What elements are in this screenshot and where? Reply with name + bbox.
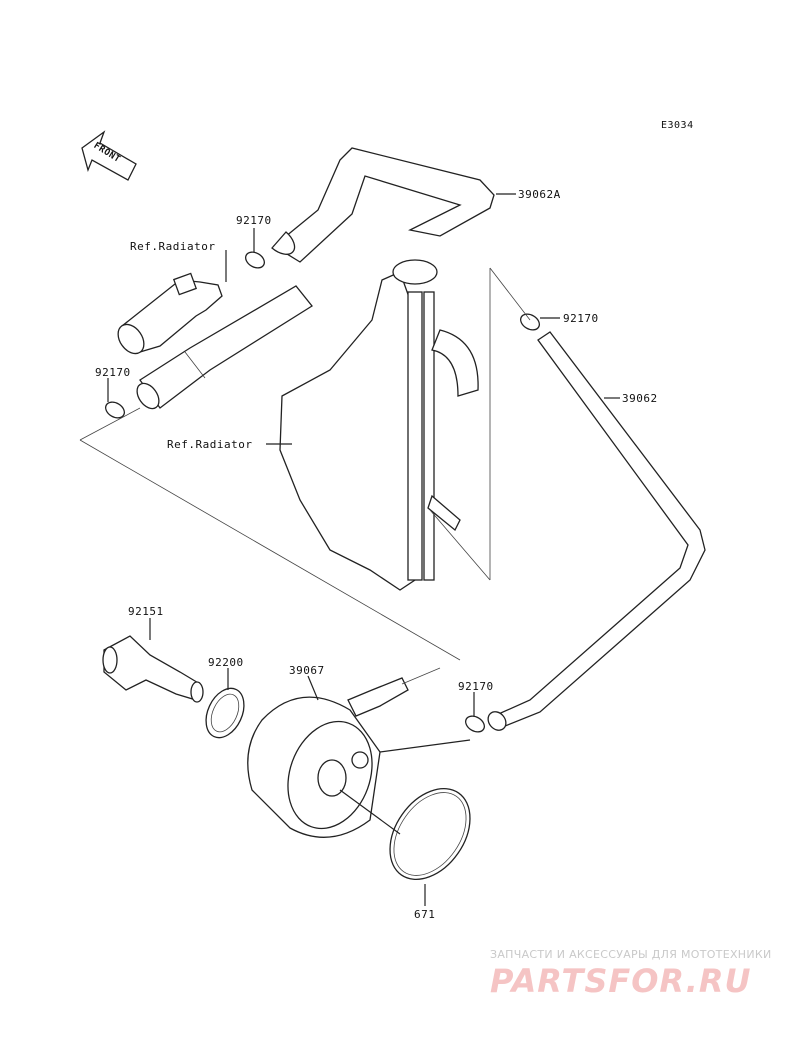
label-671: 671 <box>414 908 436 921</box>
watermark-logo: PARTSFOR.RU <box>490 962 752 1000</box>
clamp-right <box>520 313 540 331</box>
lower-left-hose <box>136 285 313 410</box>
leader-lines <box>79 193 620 906</box>
label-39067: 39067 <box>289 664 325 677</box>
oil-cooler-39067 <box>247 667 441 838</box>
right-hose-39062 <box>487 331 706 731</box>
clamp-left <box>105 401 125 419</box>
clamp-top-left <box>245 251 265 269</box>
upper-hose-39062a <box>271 147 495 263</box>
label-ref-radiator-top: Ref.Radiator <box>130 240 216 253</box>
radiator-fitting-top <box>117 272 223 355</box>
radiator-assembly <box>279 259 491 591</box>
watermark-tagline: ЗАПЧАСТИ И АКСЕССУАРЫ ДЛЯ МОТОТЕХНИКИ <box>490 948 772 961</box>
o-ring-671 <box>389 787 471 881</box>
label-92170-right: 92170 <box>563 312 599 325</box>
label-92170-top-left: 92170 <box>236 214 272 227</box>
label-39062a: 39062A <box>518 188 561 201</box>
label-92200: 92200 <box>208 656 244 669</box>
fitting-92151 <box>102 635 204 703</box>
label-92151: 92151 <box>128 605 164 618</box>
label-39062: 39062 <box>622 392 658 405</box>
diagram-code: E3034 <box>661 120 694 131</box>
front-arrow-icon <box>81 130 137 181</box>
clamp-bottom <box>465 715 485 733</box>
label-92170-bottom: 92170 <box>458 680 494 693</box>
label-ref-radiator-mid: Ref.Radiator <box>167 438 253 451</box>
gasket-92200 <box>205 687 245 739</box>
label-92170-left: 92170 <box>95 366 131 379</box>
